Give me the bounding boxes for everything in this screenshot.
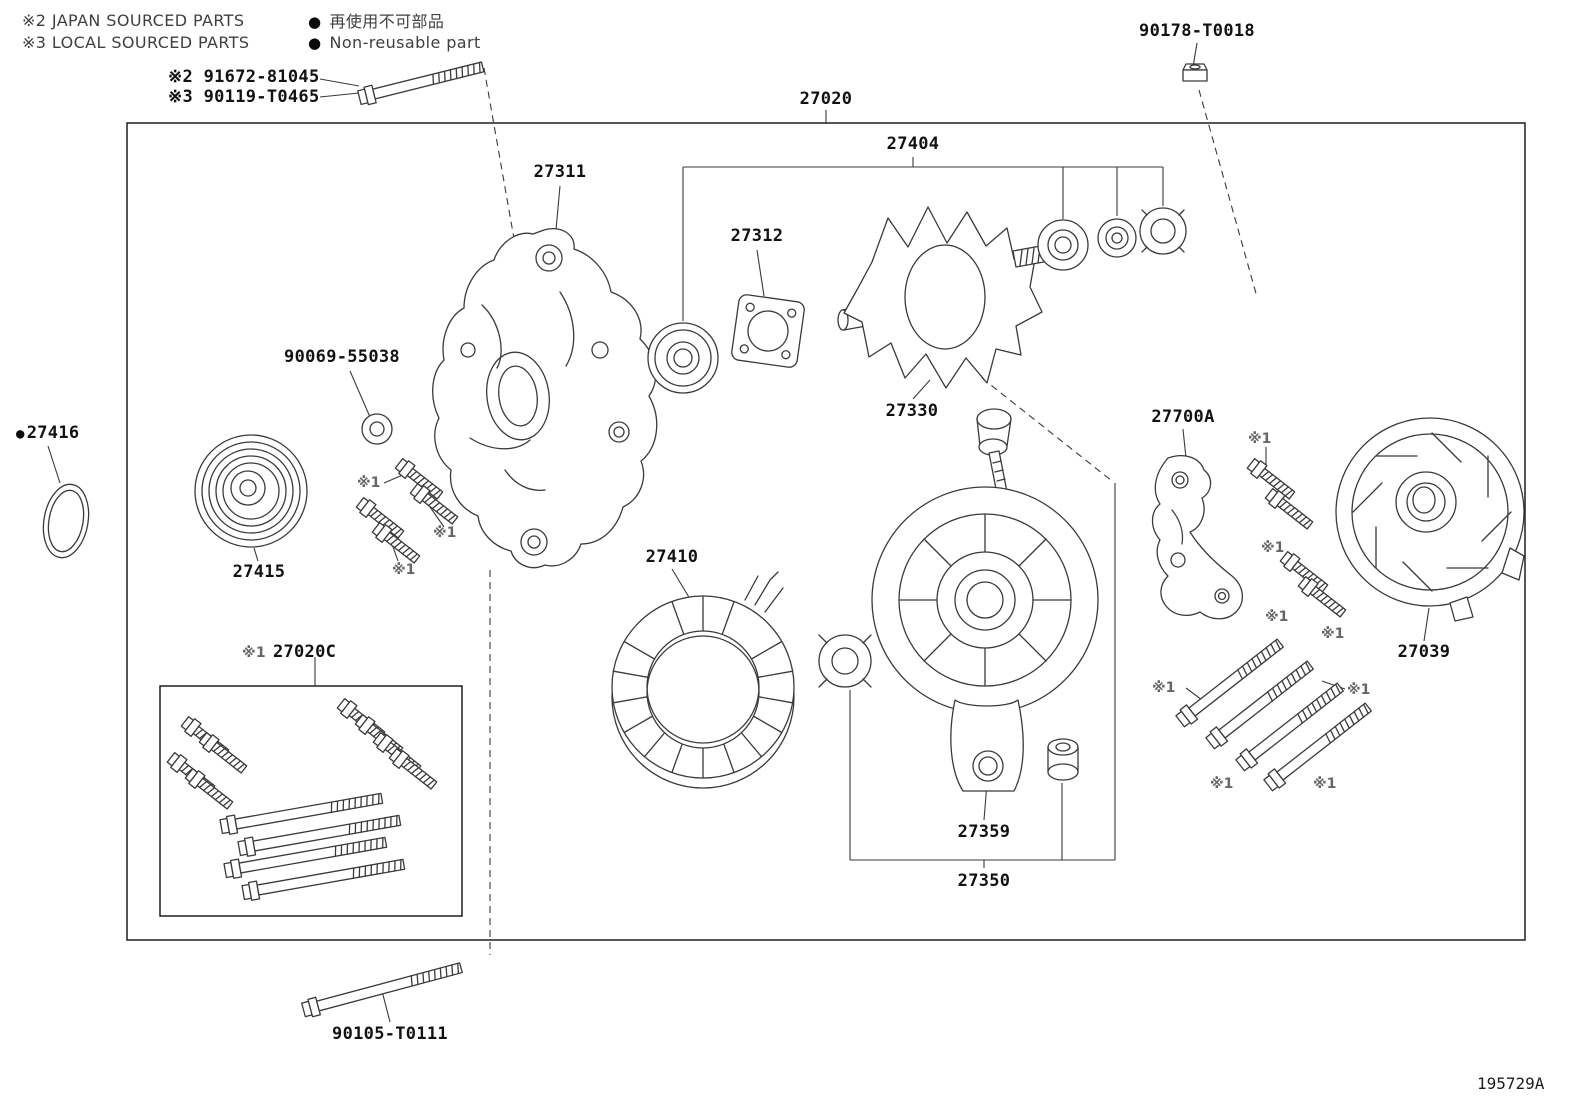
- ref1-marker: ※1: [1152, 680, 1176, 696]
- retainer-plate-drawing: [731, 294, 805, 368]
- rotor-drawing: [837, 206, 1052, 389]
- callout-27410: 27410: [645, 547, 699, 567]
- ref1-marker: ※1: [392, 562, 416, 578]
- bolt-set-contents: [165, 696, 440, 903]
- oring-drawing: [42, 483, 90, 559]
- legend-non-reusable-en: ● Non-reusable part: [308, 33, 481, 52]
- callout-90069-55038: 90069-55038: [284, 347, 400, 367]
- ref1-marker: ※1: [1210, 776, 1234, 792]
- pulley-drawing: [194, 434, 308, 548]
- mounting-bolt-drawing: [356, 57, 486, 108]
- bearing-cover-drawing: [818, 634, 872, 688]
- ref1-marker: ※1: [357, 475, 381, 491]
- ref1-marker: ※1: [1261, 540, 1285, 556]
- callout-27039: 27039: [1397, 642, 1451, 662]
- rear-bracket-drawing: [871, 408, 1099, 792]
- bolt-set-frame: [159, 685, 463, 917]
- screw-icon: [197, 730, 250, 777]
- nut-drawing: [1182, 63, 1208, 82]
- bolt-icon: [1233, 679, 1347, 773]
- callout-27330: 27330: [885, 401, 939, 421]
- stator-drawing: [611, 571, 795, 789]
- bolt-icon: [300, 958, 464, 1020]
- through-bolt-drawing: [300, 958, 464, 1020]
- ref1-marker: ※1: [242, 645, 266, 661]
- legend-non-reusable-jp: ● 再使用不可部品: [308, 8, 444, 32]
- callout-27312: 27312: [730, 226, 784, 246]
- ref1-marker: ※1: [1265, 609, 1289, 625]
- ref1-marker: ※1: [1248, 431, 1272, 447]
- screw-icon: [183, 766, 236, 813]
- bullet-icon: ●: [16, 426, 25, 442]
- callout-27700A: 27700A: [1151, 407, 1215, 427]
- callout-27020C: ※1 27020C: [242, 642, 336, 662]
- callout-91672-81045: ※2 91672-81045: [168, 67, 320, 87]
- callout-27416-text: 27416: [26, 423, 80, 443]
- bullet-icon: ●: [308, 34, 322, 52]
- ref1-marker: ※1: [433, 525, 457, 541]
- callout-90178-T0018: 90178-T0018: [1139, 21, 1255, 41]
- ref1-marker: ※1: [1313, 776, 1337, 792]
- legend-japan-sourced: ※2 JAPAN SOURCED PARTS: [22, 11, 245, 30]
- legend-non-reusable-en-text: Non-reusable part: [329, 33, 481, 52]
- dashed-reference-lines: [483, 67, 1258, 955]
- bolt-icon: [356, 57, 486, 108]
- bearing-washer-drawing: [361, 413, 393, 445]
- callout-90119-T0465: ※3 90119-T0465: [168, 87, 320, 107]
- bolt-icon: [1173, 635, 1287, 729]
- regulator-drawing: [1151, 455, 1243, 620]
- regulator-screws: [1245, 456, 1349, 621]
- legend-non-reusable-jp-text: 再使用不可部品: [329, 12, 445, 31]
- figure-code: 195729A: [1477, 1074, 1545, 1093]
- rear-cover-drawing: [1335, 417, 1525, 622]
- through-bolts-right: [1173, 635, 1375, 793]
- ref1-marker: ※1: [1321, 626, 1345, 642]
- callout-27020: 27020: [799, 89, 853, 109]
- callout-27416: ●27416: [16, 423, 79, 443]
- leader-lines: [47, 42, 1430, 1023]
- legend-local-sourced: ※3 LOCAL SOURCED PARTS: [22, 33, 250, 52]
- bolt-icon: [1203, 657, 1317, 751]
- callout-27404: 27404: [886, 134, 940, 154]
- screw-icon: [387, 746, 440, 793]
- callout-27350: 27350: [957, 871, 1011, 891]
- ref1-marker: ※1: [1347, 682, 1371, 698]
- front-bearing-drawing: [647, 322, 719, 394]
- assembly-frame: [126, 122, 1526, 941]
- front-bracket-screws: [354, 456, 461, 567]
- callout-27359: 27359: [957, 822, 1011, 842]
- bullet-icon: ●: [308, 13, 322, 31]
- callout-27415: 27415: [232, 562, 286, 582]
- callout-27311: 27311: [533, 162, 587, 182]
- callout-27020C-text: 27020C: [272, 642, 337, 662]
- rear-bearing-set-drawing: [1037, 207, 1187, 271]
- front-bracket-drawing: [432, 228, 658, 569]
- callout-90105-T0111: 90105-T0111: [332, 1024, 448, 1044]
